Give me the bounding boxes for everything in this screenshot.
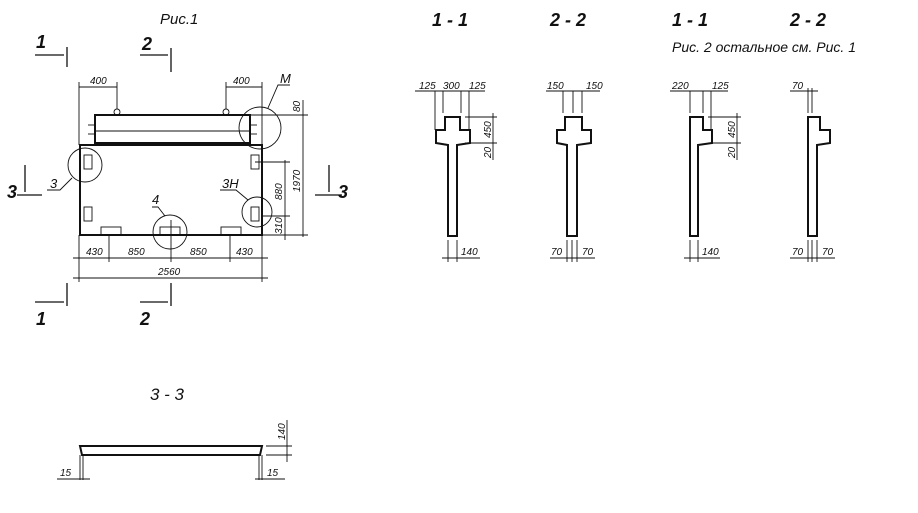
s4-dim-70-left: 70 [792, 247, 804, 258]
callout-circle-m [238, 106, 282, 150]
cut-mark-3-right: 3 [338, 182, 348, 202]
section-1-title: 1 - 1 [432, 10, 468, 30]
s3-dim-140: 140 [702, 247, 719, 258]
s4-dim-70-top: 70 [792, 81, 804, 92]
section-3-profile [689, 116, 713, 237]
cut-mark-2-top: 2 [141, 34, 152, 54]
s2-dim-70-right: 70 [582, 247, 594, 258]
dim-400-left: 400 [90, 76, 107, 87]
section-2-profile [556, 116, 592, 237]
s1-dim-125-left: 125 [419, 81, 436, 92]
s4-dim-70-right: 70 [822, 247, 834, 258]
sections: 1 - 1 2 - 2 1 - 1 2 - 2 Рис. 2 остальное… [415, 10, 856, 262]
section-3-3-title: 3 - 3 [150, 385, 185, 404]
callout-4-label: 4 [152, 192, 159, 207]
s2-dim-70-left: 70 [551, 247, 563, 258]
dim-1970: 1970 [292, 169, 303, 192]
top-beam [94, 114, 251, 144]
dim-2560: 2560 [157, 267, 181, 278]
s3-dim-220: 220 [671, 81, 689, 92]
cut-mark-1-bottom: 1 [36, 309, 46, 329]
dim-880: 880 [274, 183, 285, 200]
cut-mark-2-bottom: 2 [139, 309, 150, 329]
section-3-3-profile [78, 445, 264, 456]
dim-80: 80 [292, 100, 303, 112]
section-3-3-dim-15-right: 15 [267, 468, 279, 479]
s3-dim-20: 20 [727, 146, 738, 159]
s1-dim-140: 140 [461, 247, 478, 258]
callout-m-label: М [280, 71, 291, 86]
callout-circle-4 [152, 214, 188, 250]
callout-3n-label: 3Н [222, 176, 239, 191]
s1-dim-450: 450 [483, 121, 494, 138]
dim-430-right: 430 [236, 247, 253, 258]
section-4-profile [807, 116, 831, 237]
section-1-profile [435, 116, 471, 237]
cut-mark-1-top: 1 [36, 32, 46, 52]
callout-3-label: 3 [50, 176, 58, 191]
section-3-3: 3 - 3 140 15 15 [57, 385, 292, 480]
dim-310: 310 [274, 217, 285, 234]
dim-400-right: 400 [233, 76, 250, 87]
s3-dim-125: 125 [712, 81, 729, 92]
section-3-3-dim-15-left: 15 [60, 468, 72, 479]
section-2-title: 2 - 2 [549, 10, 586, 30]
s1-dim-20: 20 [483, 146, 494, 159]
section-3-3-dim-140: 140 [277, 423, 288, 440]
s1-dim-300: 300 [443, 81, 460, 92]
figure-2-note: Рис. 2 остальное см. Рис. 1 [672, 39, 856, 55]
s2-dim-150-right: 150 [586, 81, 603, 92]
callout-circle-3 [67, 147, 103, 183]
dim-850-left: 850 [128, 247, 145, 258]
figure-1-plan: Рис.1 3 4 3Н М 400 400 [7, 11, 348, 329]
section-4-title: 2 - 2 [789, 10, 826, 30]
dim-850-right: 850 [190, 247, 207, 258]
s1-dim-125-right: 125 [469, 81, 486, 92]
cut-mark-3-left: 3 [7, 182, 17, 202]
s2-dim-150-left: 150 [547, 81, 564, 92]
callout-circle-3n [241, 196, 273, 228]
dim-430-left: 430 [86, 247, 103, 258]
s3-dim-450: 450 [727, 121, 738, 138]
section-3-title: 1 - 1 [672, 10, 708, 30]
figure-1-title: Рис.1 [160, 11, 198, 28]
